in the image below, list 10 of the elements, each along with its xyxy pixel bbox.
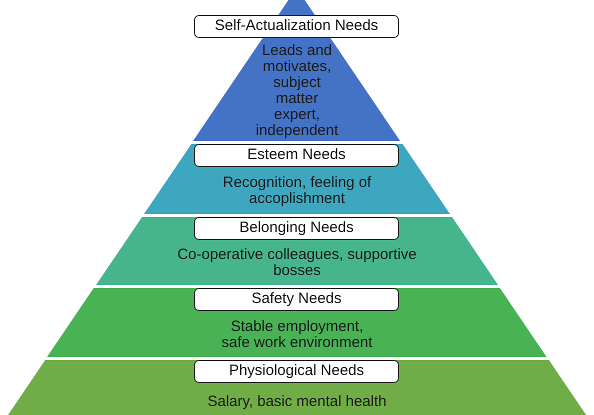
tier-heading: Safety Needs <box>194 288 399 311</box>
tier-description: Salary, basic mental health <box>206 394 388 410</box>
tier-heading: Belonging Needs <box>194 217 399 240</box>
tier-description: Co-operative colleagues, supportive bosses <box>176 247 418 279</box>
tier-heading: Physiological Needs <box>194 360 399 383</box>
tier-description: Leads and motivates, subject matter expert, independent <box>254 43 340 139</box>
tier-description: Recognition, feeling of accoplishment <box>222 175 372 207</box>
tier-description: Stable employment, safe work environment <box>220 319 374 351</box>
tier-heading: Self-Actualization Needs <box>194 15 399 38</box>
tier-heading: Esteem Needs <box>194 144 399 167</box>
